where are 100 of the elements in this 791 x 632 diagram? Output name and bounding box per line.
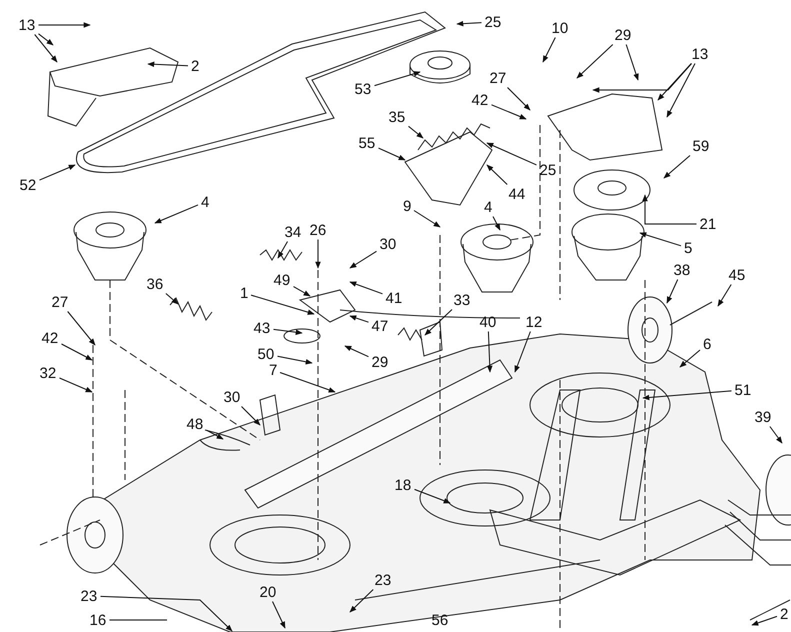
callout-number: 32 — [40, 366, 56, 380]
leader-line — [154, 204, 198, 224]
leader-line — [486, 142, 537, 166]
callout-number: 10 — [552, 20, 568, 36]
callout-number: 26 — [310, 222, 326, 238]
leader-line — [165, 293, 179, 304]
callout-number: 21 — [700, 216, 716, 232]
leader-line — [642, 390, 732, 400]
callout-number: 6 — [703, 336, 712, 352]
leader-line — [592, 63, 692, 93]
leader-line — [38, 33, 54, 46]
leader-line — [769, 426, 782, 444]
leader-line — [642, 194, 697, 224]
leader-line — [486, 331, 493, 373]
leader-line — [100, 596, 232, 632]
callout-number: 30 — [380, 236, 396, 252]
leader-line — [486, 164, 508, 185]
leader-line — [293, 286, 311, 296]
callout-number: 49 — [274, 272, 290, 288]
callout-number: 38 — [674, 262, 690, 278]
callout-number: 1 — [240, 286, 248, 300]
callout-number: 52 — [20, 178, 36, 192]
callout-number: 4 — [484, 200, 492, 214]
leader-line — [280, 372, 336, 393]
leader-line — [374, 71, 421, 86]
callout-number: 18 — [394, 478, 412, 492]
callout-number: 2 — [780, 606, 788, 622]
leader-line — [658, 63, 692, 101]
leader-line — [206, 430, 224, 440]
leader-line — [414, 210, 441, 228]
leader-line — [147, 61, 188, 68]
callout-number: 42 — [472, 92, 488, 108]
callout-number: 23 — [374, 572, 392, 588]
leader-line — [514, 331, 531, 373]
callout-number: 55 — [358, 136, 376, 150]
callout-number: 20 — [260, 584, 276, 600]
leader-line — [408, 126, 424, 138]
callout-number: 16 — [90, 612, 106, 628]
callout-number: 41 — [386, 290, 402, 306]
leader-line — [576, 44, 614, 78]
callout-number: 25 — [540, 162, 556, 178]
callout-number: 43 — [254, 320, 270, 336]
callout-number: 25 — [484, 14, 502, 30]
leader-line — [424, 309, 452, 336]
leader-line — [250, 294, 315, 315]
leader-line — [542, 37, 556, 63]
leader-line — [277, 356, 313, 365]
callout-number: 48 — [186, 416, 204, 432]
callout-number: 40 — [480, 314, 496, 330]
leader-line — [350, 589, 374, 612]
leader-line — [34, 34, 58, 63]
leader-line — [492, 216, 500, 231]
callout-number: 42 — [42, 330, 58, 346]
leader-line — [241, 406, 260, 426]
callout-number: 9 — [403, 198, 412, 214]
leader-line — [315, 239, 321, 269]
leader-line — [273, 328, 303, 335]
callout-number: 51 — [734, 382, 752, 398]
callout-number: 29 — [614, 28, 632, 42]
callout-number: 27 — [490, 70, 506, 86]
leader-line — [626, 44, 639, 81]
callout-number: 47 — [372, 318, 388, 334]
leader-line — [378, 148, 406, 160]
callout-number: 7 — [269, 362, 278, 378]
callout-number: 45 — [728, 268, 746, 282]
callout-number: 29 — [372, 354, 388, 370]
callout-number: 23 — [80, 588, 98, 604]
leader-line — [272, 601, 286, 629]
leader-line — [507, 87, 530, 110]
leader-line — [59, 378, 93, 392]
leader-line — [39, 164, 76, 181]
leader-line — [666, 63, 696, 118]
callout-number: 30 — [224, 390, 240, 404]
callout-number: 50 — [258, 346, 274, 362]
leader-line — [61, 344, 93, 360]
callout-number: 33 — [454, 292, 470, 308]
leader-line — [456, 20, 482, 26]
leader-line — [666, 279, 678, 304]
callout-number: 13 — [692, 46, 708, 62]
callout-number: 5 — [684, 240, 692, 256]
leader-line — [751, 616, 778, 626]
callout-number: 35 — [388, 110, 406, 124]
leader-line — [349, 315, 369, 323]
callout-number: 36 — [146, 276, 164, 292]
leader-line — [278, 241, 288, 259]
leader-line — [349, 282, 383, 294]
leader-line — [38, 22, 91, 28]
leader-line — [663, 155, 690, 178]
callout-number: 44 — [508, 186, 526, 202]
leader-line — [344, 346, 369, 358]
callout-number: 13 — [18, 18, 36, 32]
leader-line — [639, 232, 682, 246]
leader-line — [349, 250, 377, 268]
callout-number: 4 — [201, 194, 210, 210]
callout-number: 2 — [191, 58, 200, 74]
callout-number: 34 — [284, 224, 302, 240]
callout-number: 27 — [52, 294, 68, 310]
leader-line — [491, 104, 527, 120]
leader-line — [67, 311, 96, 346]
leader-line — [679, 350, 700, 368]
